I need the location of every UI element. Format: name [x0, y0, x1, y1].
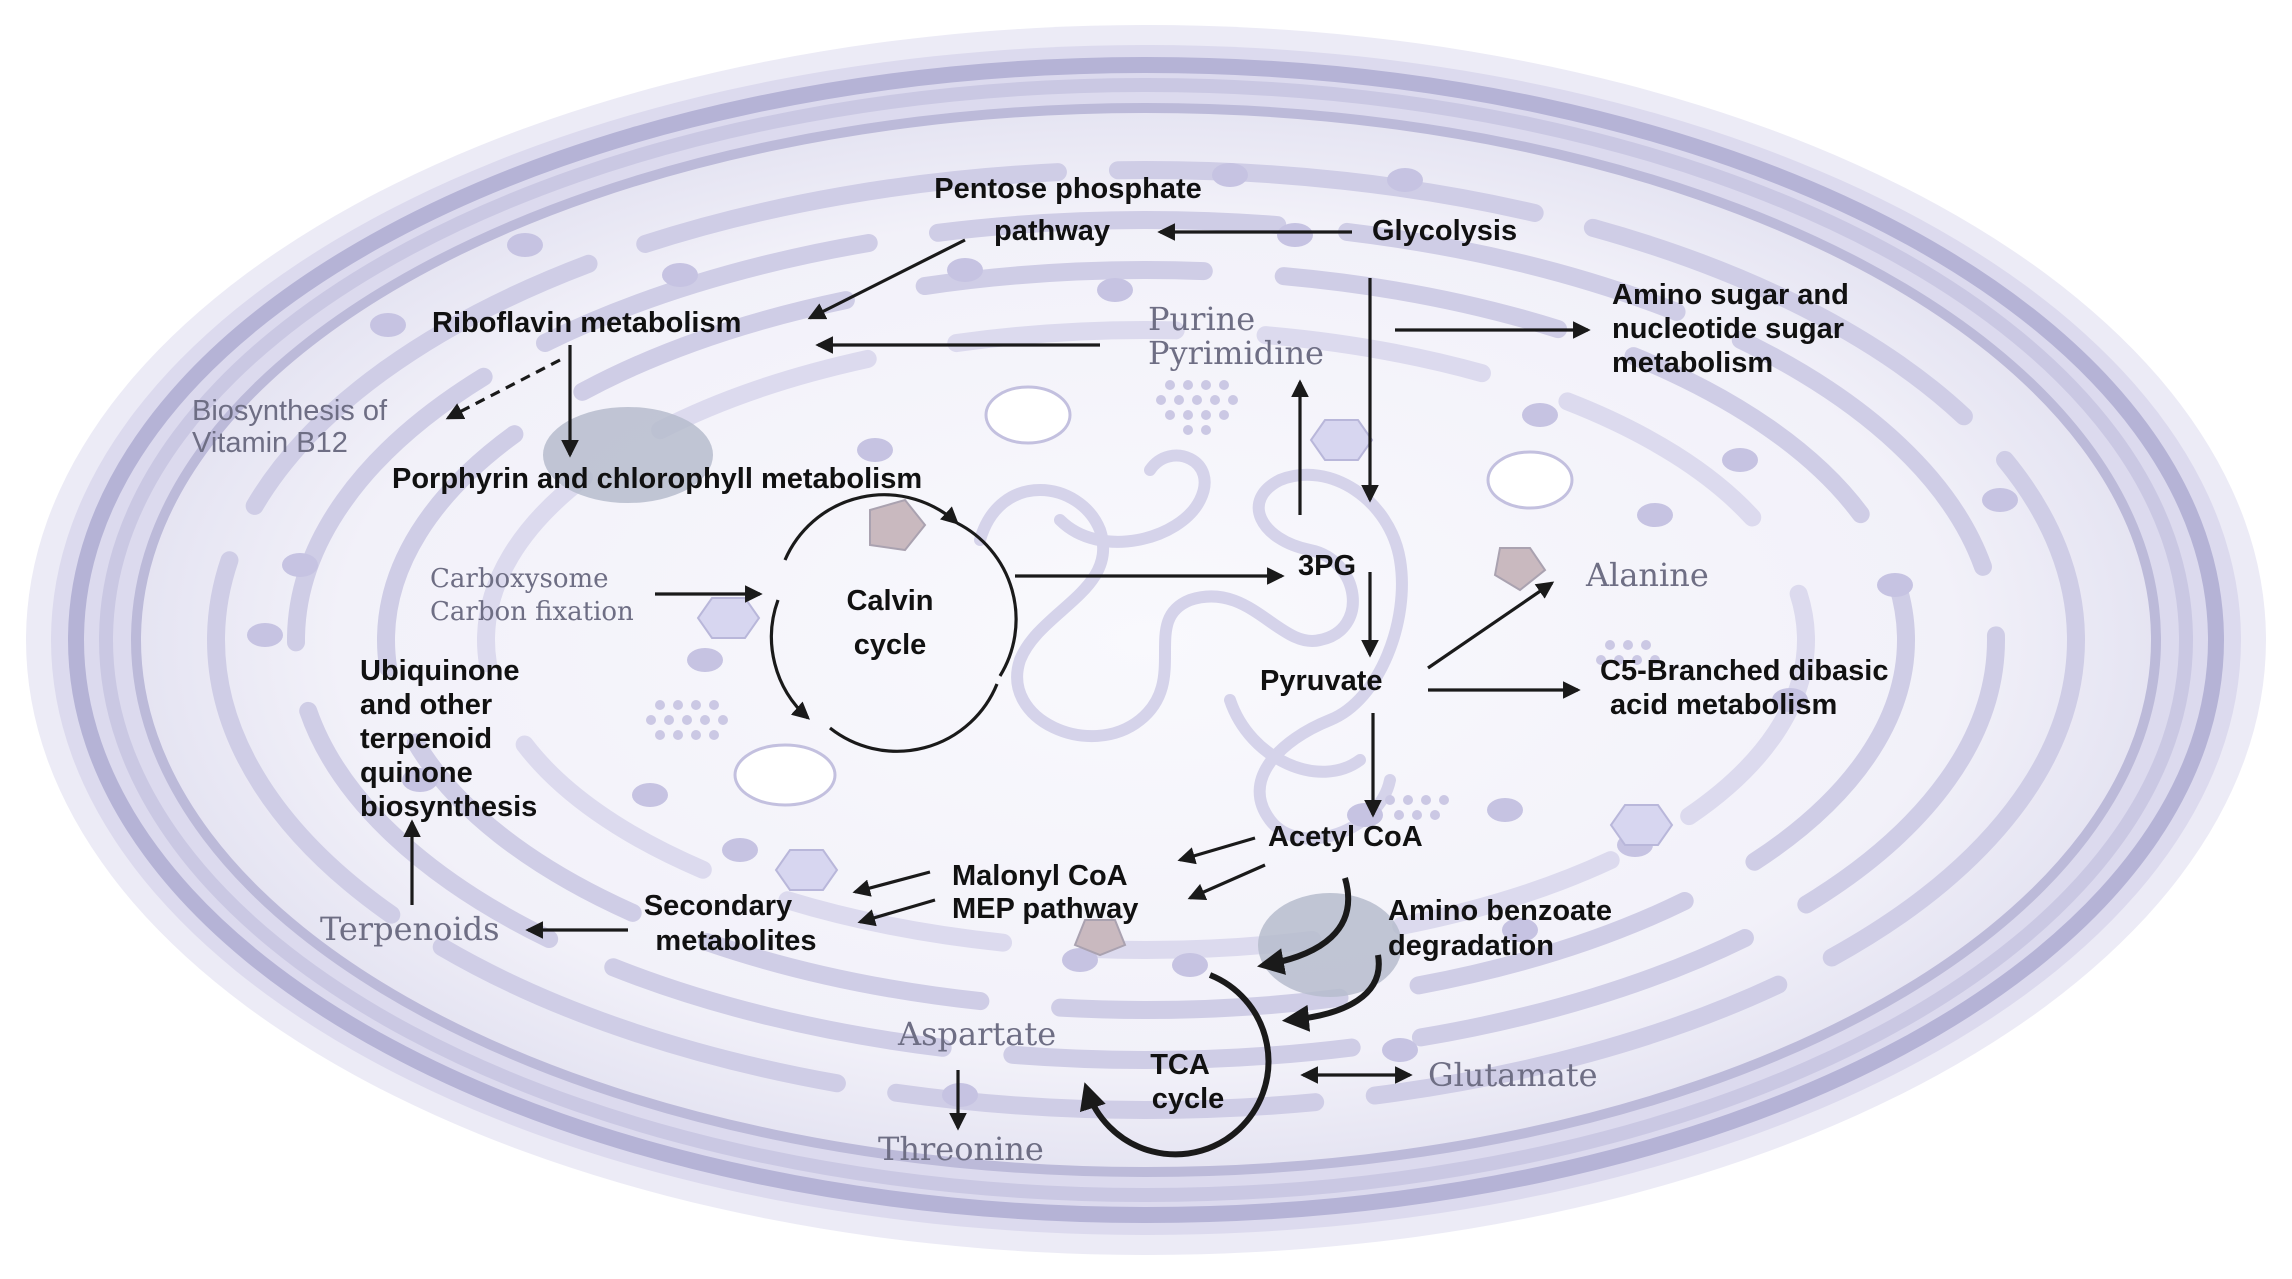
label-pyruvate: Pyruvate	[1260, 665, 1383, 697]
calvin-cycle-arc-left	[769, 599, 810, 720]
label-pentose-line1: Pentose phosphate	[934, 173, 1202, 205]
arrow-mep-to-secondary	[857, 898, 936, 927]
label-malonyl: Malonyl CoA	[952, 860, 1128, 892]
arrow-acetyl-into-tca	[1257, 877, 1352, 975]
label-mep: MEP pathway	[952, 893, 1138, 925]
label-tca-2: cycle	[1152, 1083, 1225, 1115]
label-riboflavin: Riboflavin metabolism	[432, 307, 741, 339]
cell-inclusions	[543, 385, 1674, 997]
label-tca-1: TCA	[1150, 1049, 1210, 1081]
label-amino-sugar-3: metabolism	[1612, 347, 1773, 379]
label-aminobenz-1: Amino benzoate	[1388, 895, 1612, 927]
label-aminobenz-2: degradation	[1388, 930, 1554, 962]
label-terpenoids: Terpenoids	[320, 910, 500, 948]
label-amino-sugar-1: Amino sugar and	[1612, 279, 1849, 311]
label-c5-2: acid metabolism	[1610, 689, 1837, 721]
label-threonine: Threonine	[878, 1130, 1044, 1168]
label-ubiq-2: and other	[360, 689, 492, 721]
thylakoid-membranes	[207, 161, 2085, 1119]
pathway-labels: Pentose phosphate pathway Glycolysis Rib…	[192, 173, 1888, 1168]
label-c5-1: C5-Branched dibasic	[1600, 655, 1888, 687]
calvin-cycle-arc-bottom	[829, 683, 999, 753]
label-ubiq-4: quinone	[360, 757, 473, 789]
calvin-cycle-arc-right	[956, 521, 1018, 677]
label-pentose-line2: pathway	[994, 215, 1110, 247]
label-alanine: Alanine	[1585, 556, 1709, 594]
label-purine: Purine	[1148, 300, 1255, 338]
nucleoid-dna	[974, 449, 1408, 845]
label-calvin-2: cycle	[854, 629, 927, 661]
label-3pg: 3PG	[1298, 550, 1356, 582]
calvin-cycle-arc-top	[783, 493, 959, 561]
tca-cycle-arc	[1080, 972, 1272, 1158]
cell-body	[26, 25, 2266, 1255]
label-ubiq-3: terpenoid	[360, 723, 492, 755]
label-carboxysome-1: Carboxysome	[430, 564, 609, 594]
arrow-acetyl-to-malonyl	[1177, 836, 1256, 865]
label-porphyrin: Porphyrin and chlorophyll metabolism	[392, 463, 922, 495]
label-ubiq-1: Ubiquinone	[360, 655, 519, 687]
arrow-malonyl-to-secondary	[852, 870, 931, 897]
label-aspartate: Aspartate	[897, 1015, 1056, 1053]
arrow-pentose-to-riboflavin	[807, 238, 966, 320]
cell-granules	[247, 163, 2018, 1107]
label-secondary-1: Secondary	[644, 890, 792, 922]
dot-clusters	[646, 380, 1660, 820]
pathway-arrows	[403, 223, 1591, 1158]
label-amino-sugar-2: nucleotide sugar	[1612, 313, 1844, 345]
label-carboxysome-2: Carbon fixation	[430, 597, 634, 627]
label-calvin-1: Calvin	[846, 585, 933, 617]
label-vitb12-1: Biosynthesis of	[192, 395, 388, 427]
label-glycolysis: Glycolysis	[1372, 215, 1517, 247]
arrow-aminobenzoate-into-tca	[1281, 954, 1382, 1032]
label-ubiq-5: biosynthesis	[360, 791, 537, 823]
label-secondary-2: metabolites	[655, 925, 816, 957]
label-pyrimidine: Pyrimidine	[1148, 334, 1324, 372]
arrow-acetyl-to-mep	[1187, 863, 1266, 901]
label-vitb12-2: Vitamin B12	[192, 427, 348, 459]
label-glutamate: Glutamate	[1428, 1056, 1598, 1094]
label-acetyl: Acetyl CoA	[1268, 821, 1423, 853]
arrow-riboflavin-to-vitb12	[445, 358, 561, 420]
arrow-pyruvate-to-alanine	[1427, 581, 1555, 670]
